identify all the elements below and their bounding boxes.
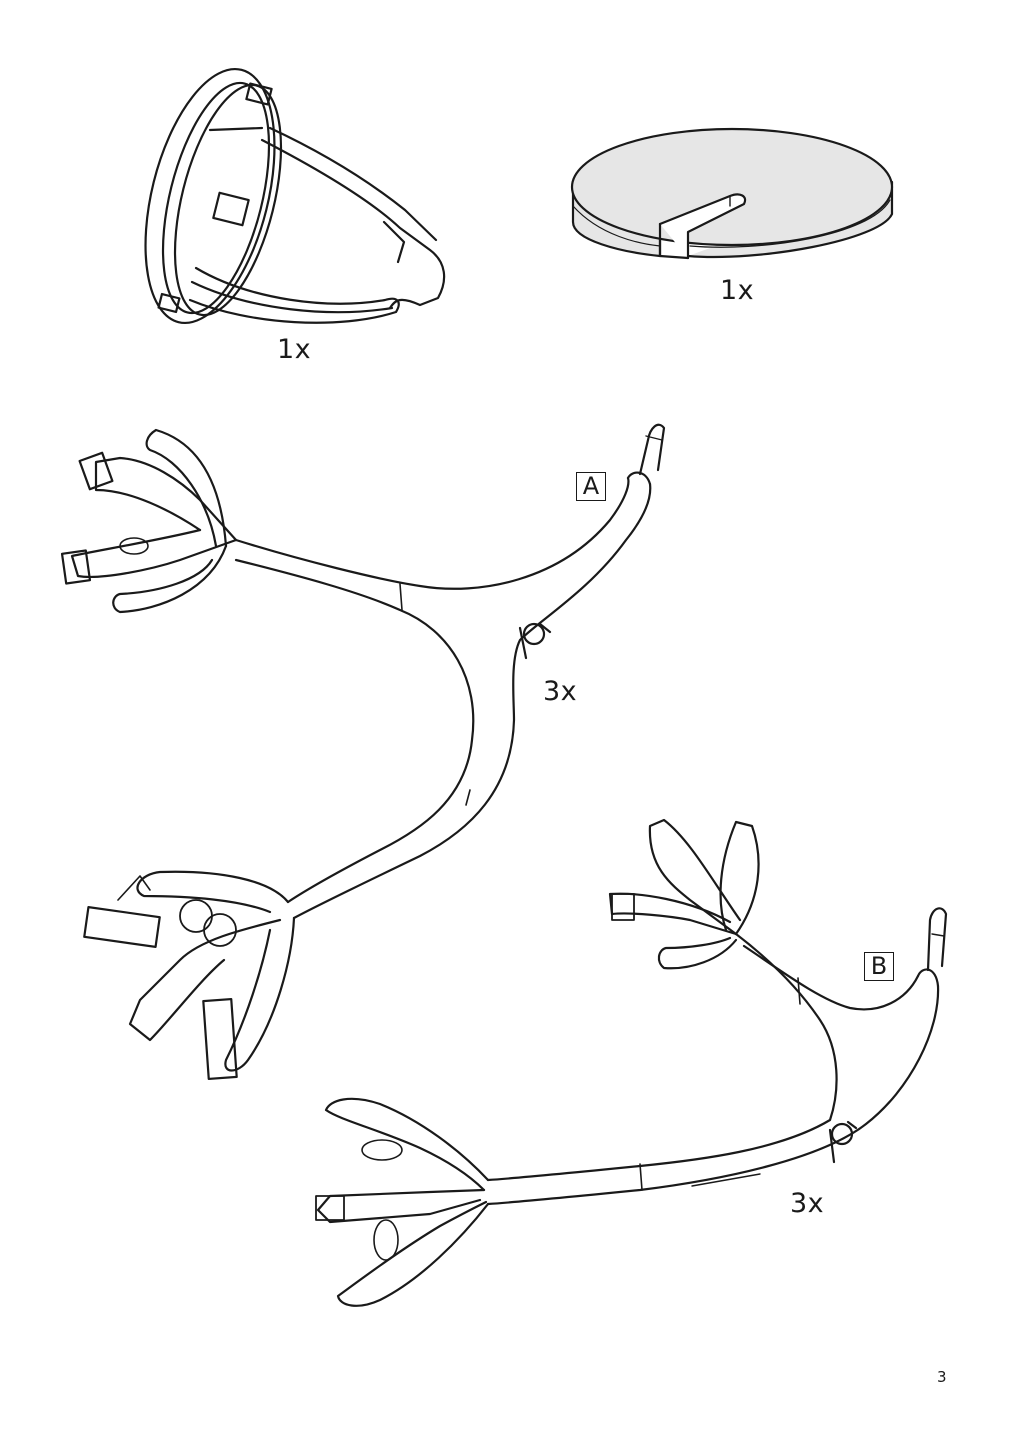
leg-assembly-a-quantity: 3x (543, 676, 578, 707)
leg-assembly-b-drawing (315, 818, 948, 1307)
part-label-b: B (864, 952, 894, 981)
ring-frame-drawing (144, 67, 446, 325)
felt-disc-quantity: 1x (720, 275, 755, 306)
leg-assembly-a-drawing (60, 423, 666, 1080)
ring-frame-quantity: 1x (277, 334, 312, 365)
page-number: 3 (937, 1368, 947, 1386)
felt-disc-drawing (570, 127, 894, 260)
leg-assembly-b-quantity: 3x (790, 1188, 825, 1219)
part-label-a: A (576, 472, 606, 501)
